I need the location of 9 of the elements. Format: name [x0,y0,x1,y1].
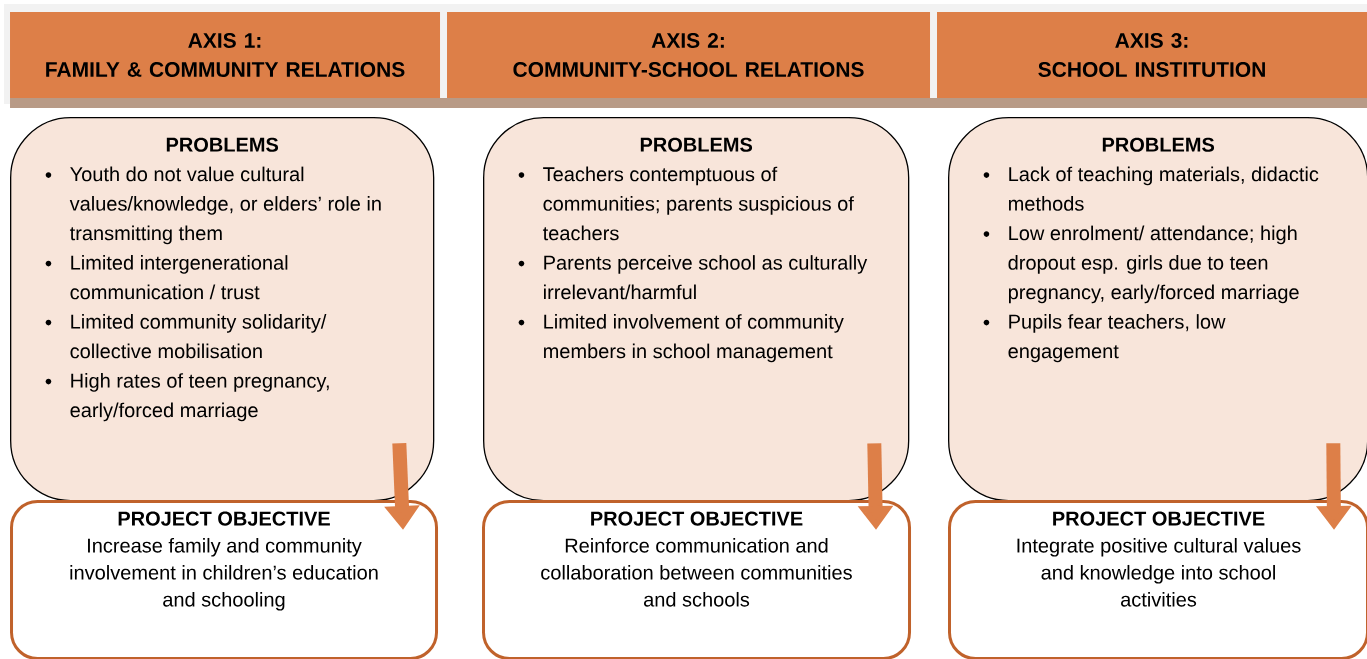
axis-header: AXIS 2: COMMUNITY-SCHOOL RELATIONS [447,12,930,98]
problems-box: PROBLEMS Lack of teaching materials, didactic methods Low enrolment/ attendance; high dropout esp. girls due to teen pregnancy, early/forced marriage Pupils fear teachers, low engagement [948,117,1367,502]
objective-box: PROJECT OBJECTIVE Integrate positive cultural values and knowledge into school activities [948,500,1367,659]
problems-box: PROBLEMS Teachers contemptuous of communities; parents suspicious of teachers Parents perceive school as culturally irrelevant/harmful Limited involvement of community members in school management [483,117,910,502]
objective-box: PROJECT OBJECTIVE Increase family and community involvement in children’s education and schooling [10,500,438,659]
problems-box: PROBLEMS Youth do not value cultural values/knowledge, or elders’ role in transmitting them Limited intergenerational communication / trust Limited community solidarity/ collective mobilisation High rates of teen pregnancy, early/forced marriage [10,117,435,502]
axis-header: AXIS 3: SCHOOL INSTITUTION [937,12,1367,98]
axis-header: AXIS 1: FAMILY & COMMUNITY RELATIONS [10,12,440,98]
objective-box: PROJECT OBJECTIVE Reinforce communication and collaboration between communities and schools [482,500,911,659]
